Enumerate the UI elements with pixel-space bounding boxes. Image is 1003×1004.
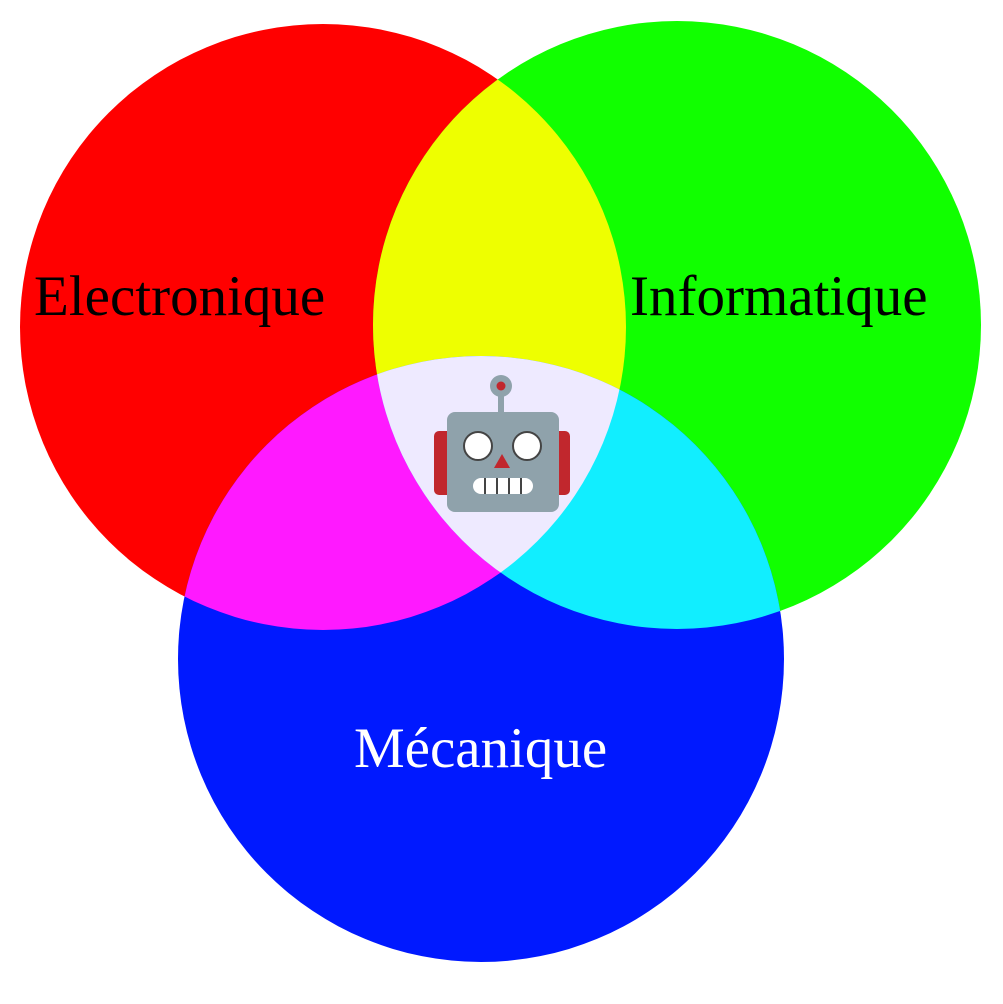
label-mecanique: Mécanique <box>354 717 607 780</box>
label-informatique: Informatique <box>630 265 928 328</box>
intersection-electronique-mecanique <box>178 356 626 630</box>
intersection-informatique-mecanique <box>373 356 784 629</box>
label-electronique: Electronique <box>34 265 325 328</box>
robot-icon <box>434 375 570 512</box>
